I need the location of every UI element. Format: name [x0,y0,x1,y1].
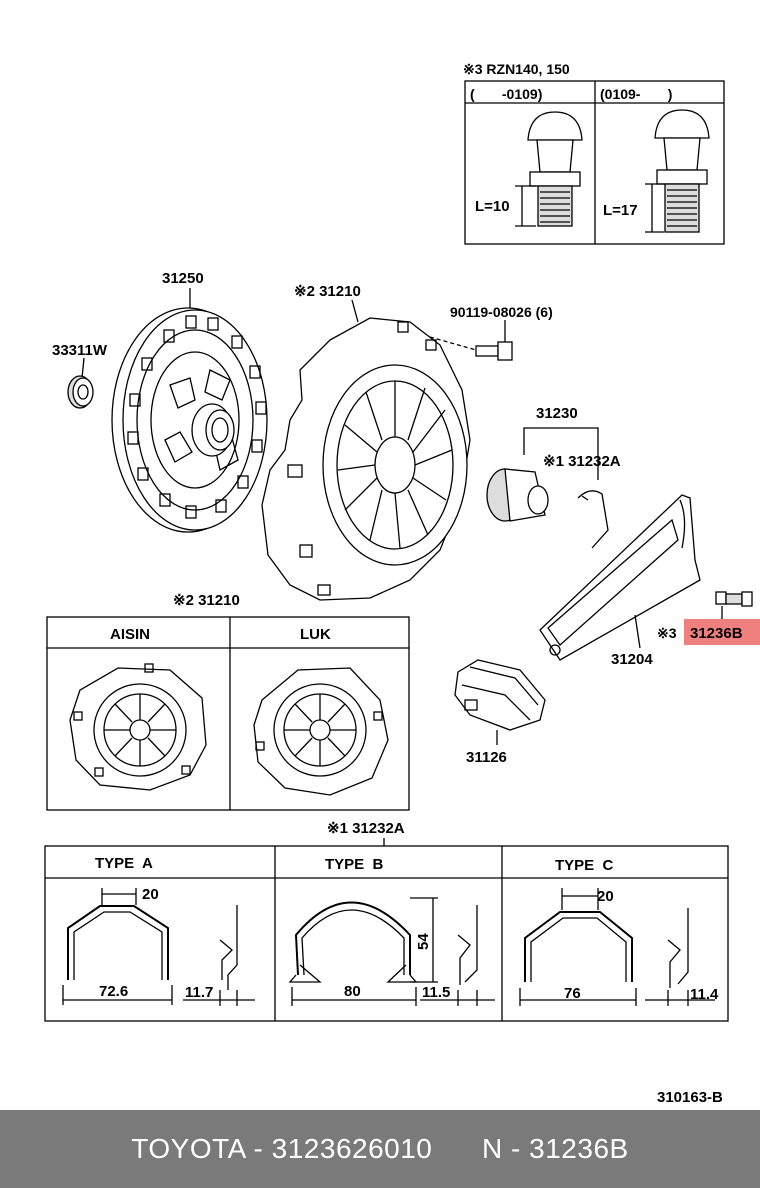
footer-bar: TOYOTA - 3123626010 N - 31236B [0,1110,760,1188]
dim-b-height: 54 [415,933,432,950]
dim-b-width: 80 [344,983,361,1000]
inset-title: ※3 RZN140, 150 [463,61,570,77]
clip-table-title: ※1 31232A [327,820,405,837]
header-type-a: TYPE A [95,855,153,872]
label-31126: 31126 [466,749,507,766]
len-short: L=10 [475,198,510,215]
label-33311w: 33311W [52,342,108,359]
bolt-icon [429,320,513,361]
clip-type-table: ※1 31232A TYPE A TYPE B TYPE C 20 72.6 1… [44,820,729,1022]
pivot-highlight [684,619,760,645]
stud-long-icon [645,109,710,233]
header-type-c: TYPE C [555,857,614,874]
clip-type-c-icon [519,888,715,1006]
dim-c-width: 76 [564,985,581,1002]
label-31204: 31204 [611,651,653,668]
dim-a-width: 72.6 [99,983,128,1000]
header-luk: LUK [300,626,331,643]
clip-type-b-icon [288,897,495,1006]
diagram-id: 310163-B [657,1089,723,1106]
boot-icon [454,659,546,745]
dim-b-side: 11.5 [422,984,450,1001]
len-long: L=17 [603,202,638,219]
cover-table-title: ※2 31210 [173,592,240,609]
pivot-prefix: ※3 [657,625,677,641]
dim-a-side: 11.7 [185,984,213,1001]
label-31230: 31230 [536,405,578,422]
parts-diagram: ※3 RZN140, 150 ( -0109) (0109- ) L=10 [44,61,760,1106]
oil-seal-icon [67,357,94,409]
dim-a-top: 20 [142,886,159,903]
pivot-stud-icon [715,591,753,620]
label-31210: ※2 31210 [294,283,361,300]
dim-c-side: 11.4 [690,986,719,1003]
inset-rzn: ※3 RZN140, 150 ( -0109) (0109- ) L=10 [463,61,725,245]
header-type-b: TYPE B [325,856,384,873]
clip-icon [577,490,609,549]
header-aisin: AISIN [110,626,150,643]
label-bolt: 90119-08026 (6) [450,304,553,320]
clutch-disc-icon [111,288,268,533]
dim-c-top: 20 [597,888,614,905]
label-31250: 31250 [162,270,204,287]
aisin-cover-icon [69,663,207,791]
inset-col-right: (0109- ) [600,86,672,102]
luk-cover-icon [253,667,389,796]
label-31236b: 31236B [690,625,743,642]
release-bearing-icon [486,427,599,522]
clip-type-a-icon [62,888,255,1006]
clutch-cover-icon [261,299,471,601]
stud-short-icon [515,111,583,227]
release-fork-icon [539,494,701,661]
cover-table: ※2 31210 AISIN LUK [46,592,410,811]
inset-col-left: ( -0109) [470,86,542,102]
footer-part-number: TOYOTA - 3123626010 N - 31236B [131,1133,629,1164]
label-31232a: ※1 31232A [543,453,621,470]
